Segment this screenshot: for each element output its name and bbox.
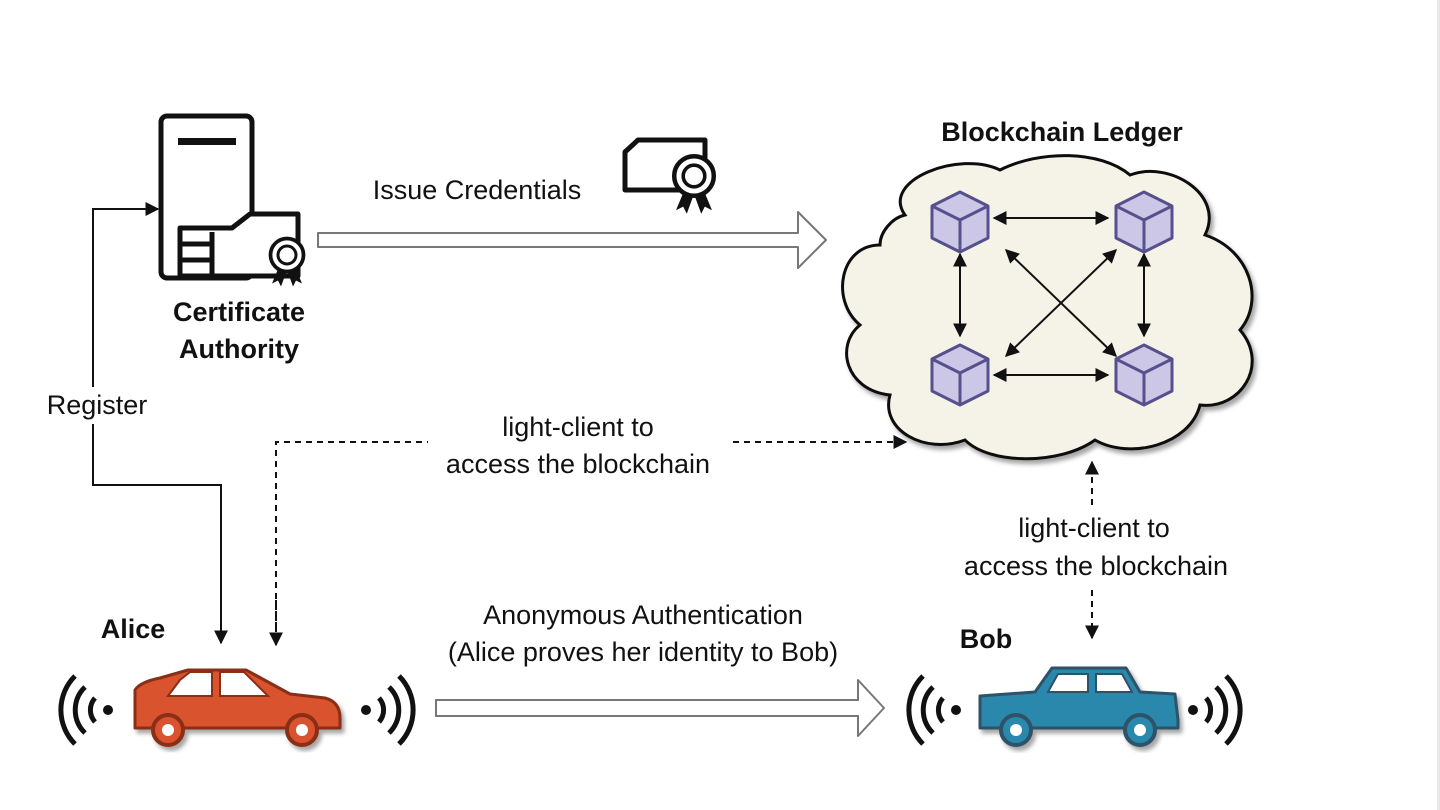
alice-light-client-connector — [275, 442, 906, 643]
blockchain-node-top-right — [1114, 190, 1174, 254]
credential-certificate-icon — [622, 137, 714, 214]
blockchain-node-top-left — [930, 190, 990, 254]
blockchain-node-bottom-right — [1114, 343, 1174, 407]
alice-right-signal-icon — [361, 676, 413, 744]
blockchain-node-bottom-left — [930, 343, 990, 407]
register-label: Register — [34, 387, 160, 424]
certificate-authority-label-line2: Authority — [179, 334, 299, 364]
alice-light-client-label-line2: access the blockchain — [445, 449, 711, 479]
page-edge — [1437, 0, 1440, 810]
blockchain-cloud — [841, 154, 1254, 461]
bob-left-signal-icon — [909, 676, 961, 744]
bob-car-icon — [978, 666, 1180, 747]
bob-right-signal-icon — [1188, 676, 1240, 744]
certificate-authority-label-line1: Certificate — [172, 297, 306, 327]
issue-credentials-arrow — [317, 211, 827, 269]
bob-label: Bob — [959, 624, 1013, 654]
authentication-arrow — [435, 679, 885, 737]
authentication-label-line2: (Alice proves her identity to Bob) — [447, 637, 839, 667]
blockchain-links — [953, 211, 1151, 382]
bob-light-client-label-line1: light-client to — [944, 510, 1244, 547]
alice-car-icon — [133, 668, 342, 747]
bob-light-client-label-line2: access the blockchain — [936, 548, 1256, 585]
authentication-label-line1: Anonymous Authentication — [483, 600, 803, 630]
alice-light-client-label-line1: light-client to — [502, 412, 654, 442]
alice-label: Alice — [100, 614, 166, 644]
alice-left-signal-icon — [61, 676, 113, 744]
blockchain-title: Blockchain Ledger — [941, 117, 1183, 147]
certificate-authority-icon — [158, 113, 306, 289]
issue-credentials-label: Issue Credentials — [372, 175, 582, 205]
